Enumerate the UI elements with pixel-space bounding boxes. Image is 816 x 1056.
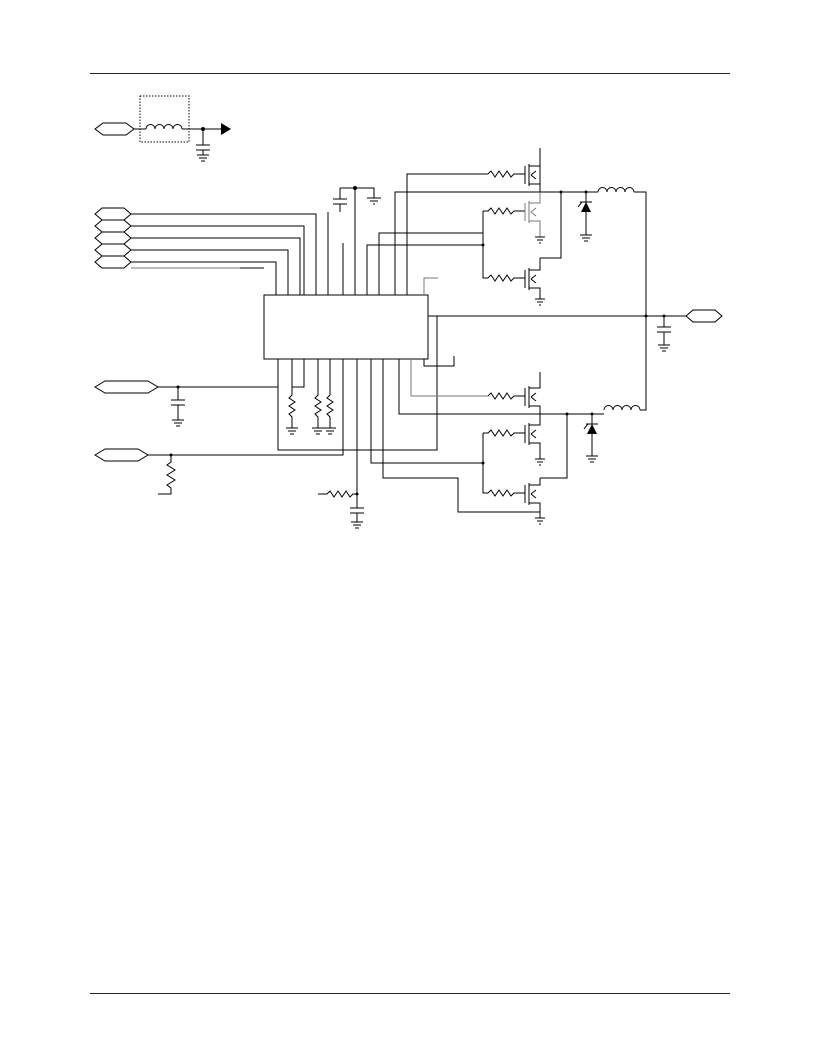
- top-capacitor: [327, 186, 381, 295]
- upper-phase: [481, 148, 647, 411]
- footer-rule: [90, 993, 730, 994]
- filter-box: [139, 95, 190, 143]
- lower-inductor: [603, 405, 641, 411]
- input-filter: [94, 95, 231, 162]
- output-arrow: [221, 123, 231, 135]
- upper-inductor: [597, 187, 635, 193]
- header-rule: [90, 73, 730, 74]
- filter-inductor: [145, 124, 183, 130]
- input-connector: [94, 122, 135, 136]
- controller-ic: [263, 294, 429, 360]
- bottom-resistors: [286, 359, 336, 435]
- output-connector: [685, 309, 723, 323]
- enable-connector: [94, 448, 149, 462]
- left-connector-stack: [94, 207, 132, 269]
- vin-connector: [94, 380, 159, 394]
- lower-phase: [481, 372, 641, 525]
- output-section: [644, 309, 723, 352]
